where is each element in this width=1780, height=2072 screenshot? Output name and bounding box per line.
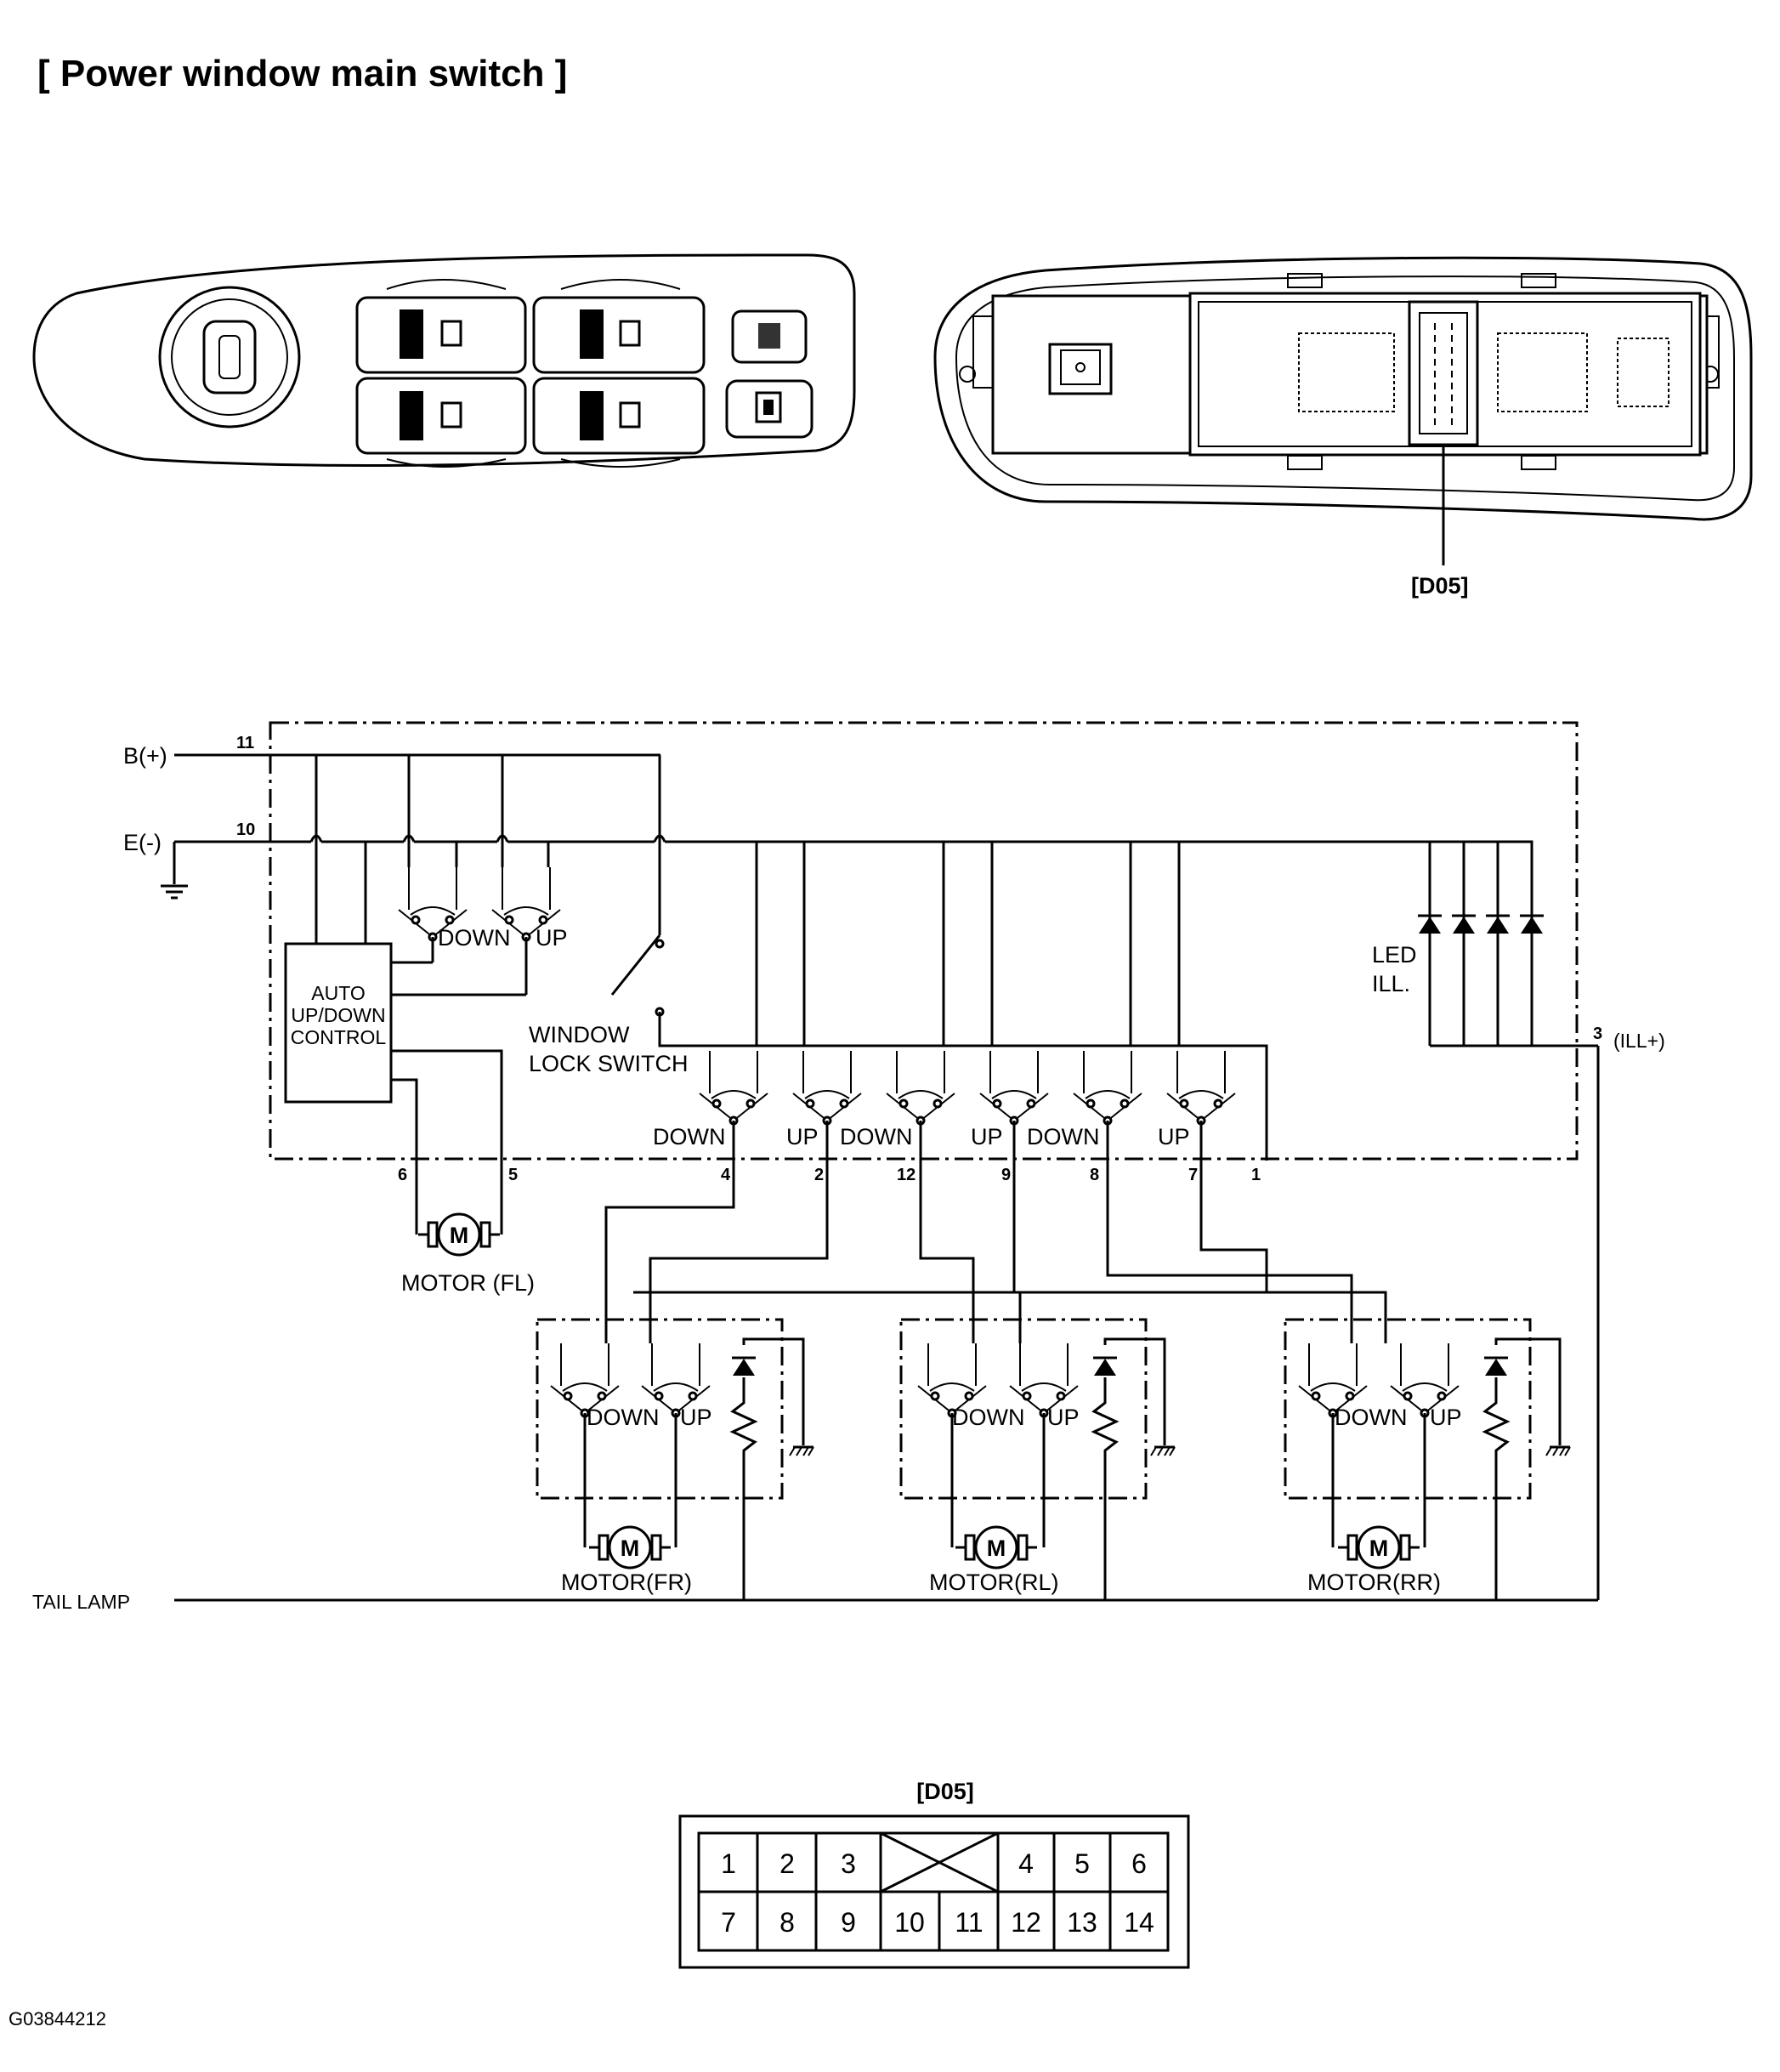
fr-door-down-label: DOWN [587, 1405, 659, 1430]
rr-door-up-label: UP [1430, 1405, 1462, 1430]
connector-callout: [D05] [1411, 573, 1469, 599]
pin-2-label: 2 [814, 1166, 824, 1184]
pin-10-label: 10 [236, 820, 255, 839]
pin-cell: 6 [1131, 1848, 1147, 1879]
pin-1-label: 1 [1251, 1166, 1261, 1184]
page-title: [ Power window main switch ] [37, 53, 568, 94]
motor-fr-label: MOTOR(FR) [561, 1570, 692, 1595]
connector-d05: [D05] 1 2 3 4 5 6 7 8 9 10 11 12 13 14 [678, 1779, 1190, 1969]
lock-buttons [725, 309, 813, 439]
lock-switch-label-1: WINDOW [529, 1022, 630, 1047]
pin-cell: 1 [721, 1848, 736, 1879]
pin-cell: 13 [1067, 1907, 1097, 1938]
door-switch-rl [899, 1318, 1176, 1600]
switch-front-view [32, 253, 856, 468]
pin-8-label: 8 [1090, 1166, 1099, 1184]
led-label-1: LED [1372, 942, 1417, 968]
fr-door-up-label: UP [680, 1405, 712, 1430]
motor-rr-label: MOTOR(RR) [1307, 1570, 1441, 1595]
motor-fr-symbol: M [621, 1536, 640, 1561]
fl-up-label: UP [536, 925, 568, 951]
fl-down-label: DOWN [438, 925, 510, 951]
pin-12-label: 12 [897, 1166, 916, 1184]
rl-main-up-label: UP [971, 1124, 1003, 1150]
terminal-tail-lamp: TAIL LAMP [32, 1591, 130, 1613]
motor-rl-label: MOTOR(RL) [929, 1570, 1059, 1595]
rl-door-down-label: DOWN [952, 1405, 1024, 1430]
motor-rl-symbol: M [987, 1536, 1006, 1561]
pin-cell: 9 [841, 1907, 856, 1938]
pin-3-label: 3 [1593, 1025, 1602, 1043]
auto-label-3: CONTROL [291, 1026, 387, 1048]
pin-7-label: 7 [1188, 1166, 1198, 1184]
connector-title: [D05] [916, 1779, 974, 1804]
led-label-2: ILL. [1372, 971, 1410, 996]
switch-rear-view [933, 256, 1753, 565]
rr-main-down-label: DOWN [1027, 1124, 1099, 1150]
pin-11-label: 11 [236, 734, 254, 752]
schematic: B(+) E(-) TAIL LAMP (ILL+) 11 10 3 6 5 4… [32, 721, 1665, 1613]
rr-main-up-label: UP [1158, 1124, 1190, 1150]
terminal-e-minus: E(-) [123, 830, 162, 855]
door-switch-rr [1284, 1318, 1572, 1600]
pin-9-label: 9 [1001, 1166, 1011, 1184]
motor-fl-label: MOTOR (FL) [401, 1270, 535, 1296]
terminal-ill-plus: (ILL+) [1613, 1030, 1665, 1052]
pin-cell: 8 [779, 1907, 795, 1938]
pin-cell: 5 [1074, 1848, 1090, 1879]
auto-control-box [284, 942, 393, 1104]
figure-code: G03844212 [9, 2008, 106, 2029]
lock-switch-label-2: LOCK SWITCH [529, 1051, 689, 1076]
pin-cell: 2 [779, 1848, 795, 1879]
pin-cell: 10 [894, 1907, 925, 1938]
door-switch-fr [536, 1318, 815, 1600]
pin-5-label: 5 [508, 1166, 518, 1184]
rl-main-down-label: DOWN [840, 1124, 912, 1150]
pin-cell: 4 [1018, 1848, 1034, 1879]
auto-label-2: UP/DOWN [291, 1004, 385, 1026]
pin-cell: 3 [841, 1848, 856, 1879]
rr-door-down-label: DOWN [1335, 1405, 1407, 1430]
window-switch-cluster-right [532, 279, 706, 468]
pin-cell: 7 [721, 1907, 736, 1938]
fr-main-up-label: UP [786, 1124, 819, 1150]
pin-6-label: 6 [398, 1166, 407, 1184]
auto-label-1: AUTO [311, 982, 365, 1004]
mirror-knob-icon [158, 286, 301, 429]
motor-rr-symbol: M [1369, 1536, 1389, 1561]
pin-cell: 14 [1124, 1907, 1154, 1938]
pin-4-label: 4 [721, 1166, 731, 1184]
fr-main-down-label: DOWN [653, 1124, 725, 1150]
pin-cell: 12 [1011, 1907, 1041, 1938]
motor-fl-symbol: M [450, 1223, 469, 1248]
rl-door-up-label: UP [1047, 1405, 1080, 1430]
window-switch-cluster-left [355, 279, 527, 468]
pin-cell: 11 [955, 1907, 983, 1938]
terminal-b-plus: B(+) [123, 743, 167, 769]
